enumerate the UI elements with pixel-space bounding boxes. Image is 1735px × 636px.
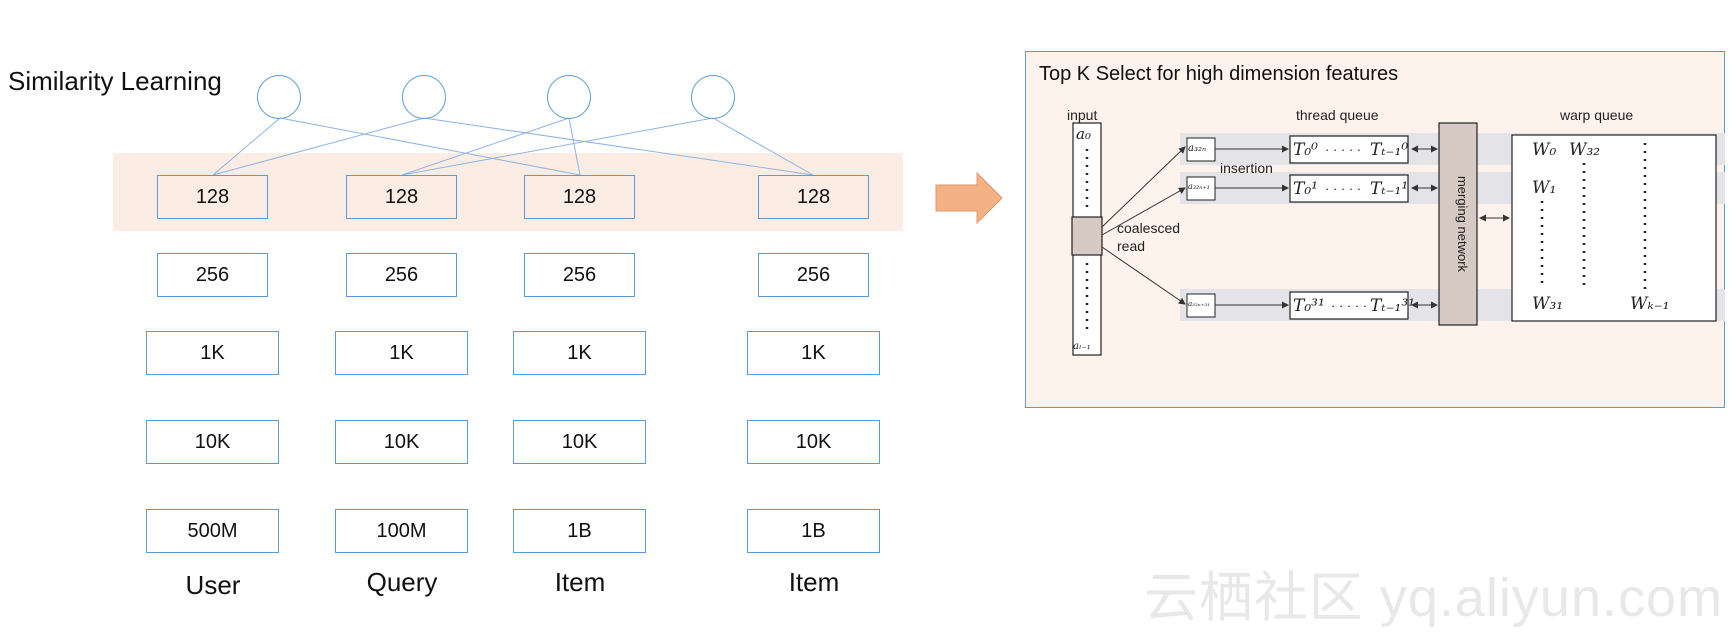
layer-box: 1K — [335, 331, 468, 375]
layer-box: 10K — [513, 420, 646, 464]
connection-line — [712, 117, 814, 176]
input-label: input — [1067, 107, 1098, 123]
similarity-node — [257, 75, 301, 119]
layer-box: 128 — [157, 175, 268, 219]
input-top-label: a₀ — [1076, 125, 1091, 143]
watermark: 云栖社区 yq.aliyun.com — [1143, 568, 1723, 628]
layer-box: 256 — [758, 253, 869, 297]
thread-dots: · · · · · — [1325, 142, 1362, 157]
coalesced-read-block — [1071, 216, 1103, 256]
thread-queue-box — [1289, 291, 1409, 320]
layer-box: 1K — [513, 331, 646, 375]
merging-network-label: merging network — [1455, 176, 1470, 273]
layer-box: 1B — [747, 509, 880, 553]
thread-first: T₀¹ — [1293, 179, 1318, 199]
thread-last: Tₜ₋₁⁰ — [1370, 140, 1409, 160]
layer-box: 10K — [335, 420, 468, 464]
layer-box: 1B — [513, 509, 646, 553]
layer-box: 128 — [758, 175, 869, 219]
row-input-label: a₃₂ₙ — [1188, 143, 1207, 154]
thread-dots: · · · · · — [1331, 298, 1368, 313]
thread-first: T₀⁰ — [1293, 140, 1318, 160]
input-bottom-label: aₗ₋₁ — [1073, 341, 1091, 352]
panel-title: Top K Select for high dimension features — [1039, 63, 1399, 85]
read-label: read — [1117, 238, 1146, 254]
layer-box: 256 — [524, 253, 635, 297]
connection-line — [401, 117, 570, 176]
warp-label: W₀ — [1532, 140, 1557, 160]
similarity-node — [691, 75, 735, 119]
column-label: Query — [366, 567, 438, 597]
thread-queue-box — [1289, 174, 1409, 203]
layer-box: 1K — [747, 331, 880, 375]
layer-box: 256 — [346, 253, 457, 297]
row-input-label: a₃₂ₙ₊₁ — [1188, 182, 1210, 191]
connection-line — [568, 117, 581, 176]
column-label: User — [185, 570, 241, 600]
warp-queue-label: warp queue — [1560, 107, 1634, 123]
coalesced-label: coalesced — [1117, 220, 1181, 236]
thread-first: T₀³¹ — [1293, 296, 1325, 316]
merging-network — [1438, 122, 1478, 326]
warp-label: W₁ — [1532, 178, 1557, 198]
diagram-title: Similarity Learning — [8, 66, 222, 96]
connection-line — [212, 117, 281, 176]
layer-box: 10K — [146, 420, 279, 464]
warp-label: W₃₁ — [1532, 294, 1564, 314]
row-input-label: a₃₂ₙ₊₃₁ — [1188, 300, 1210, 308]
warp-label: W₃₂ — [1569, 140, 1601, 160]
right-arrow-icon — [935, 172, 1003, 224]
top-k-diagram: merging network — [1071, 122, 1725, 356]
warp-queue-box — [1511, 134, 1717, 322]
layer-box: 128 — [346, 175, 457, 219]
layer-box: 10K — [747, 420, 880, 464]
connection-line — [423, 117, 814, 176]
similarity-node — [402, 75, 446, 119]
layer-box: 500M — [146, 509, 279, 553]
layer-box: 128 — [524, 175, 635, 219]
column-label: Item — [788, 567, 840, 597]
layer-box: 100M — [335, 509, 468, 553]
connection-line — [279, 117, 581, 176]
warp-label: Wₖ₋₁ — [1630, 294, 1670, 314]
thread-queue-box — [1289, 135, 1409, 164]
connection-line — [212, 117, 425, 176]
column-label: Item — [554, 567, 606, 597]
similarity-node — [547, 75, 591, 119]
thread-last: Tₜ₋₁¹ — [1370, 179, 1409, 199]
insertion-label: insertion — [1220, 160, 1273, 176]
thread-last: Tₜ₋₁³¹ — [1370, 296, 1415, 316]
thread-queue-label: thread queue — [1296, 107, 1379, 123]
thread-dots: · · · · · — [1325, 181, 1362, 196]
connection-line — [401, 117, 714, 176]
layer-box: 256 — [157, 253, 268, 297]
layer-box: 1K — [146, 331, 279, 375]
